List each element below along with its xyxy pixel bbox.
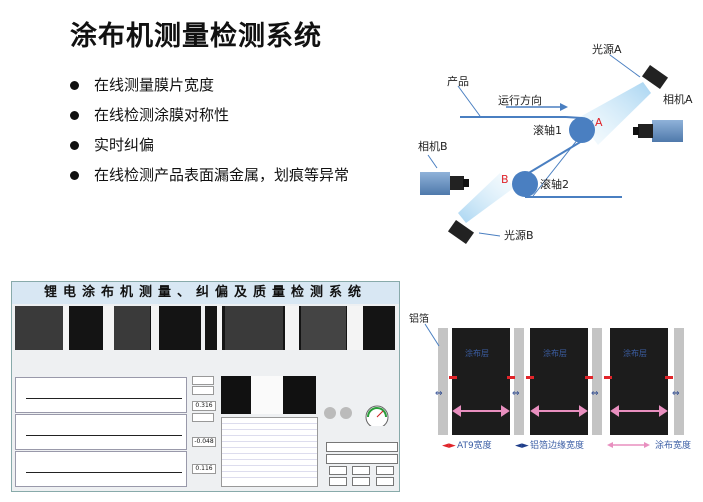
foil-strip — [674, 328, 684, 435]
at9-mark — [665, 376, 673, 379]
foil-strip — [592, 328, 602, 435]
camera-a-body — [652, 120, 683, 142]
coating-panel — [610, 328, 668, 435]
product-label: 产品 — [447, 74, 469, 88]
value-display-3: 0.116 — [192, 464, 216, 474]
direction-label: 运行方向 — [498, 93, 542, 107]
legend-edge: 铝箔边缘宽度 — [530, 439, 584, 451]
software-title: 锂电涂布机测量、纠偏及质量检测系统 — [12, 282, 399, 304]
legend-marker-edge: ◄► — [515, 441, 529, 451]
legend-at9: AT9宽度 — [457, 439, 492, 451]
camera-view-left — [15, 306, 201, 350]
control-button[interactable] — [376, 477, 394, 486]
light-a-label: 光源A — [592, 42, 622, 56]
foil-strip — [514, 328, 524, 435]
feature-list: 在线测量膜片宽度 在线检测涂膜对称性 实时纠偏 在线检测产品表面漏金属，划痕等异… — [70, 72, 349, 192]
page-title: 涂布机测量检测系统 — [70, 21, 322, 52]
feature-item: 在线检测产品表面漏金属，划痕等异常 — [70, 162, 349, 192]
light-source-a — [641, 64, 669, 90]
trend-plot-3 — [15, 451, 187, 487]
at9-mark — [507, 376, 515, 379]
camera-a-label: 相机A — [663, 92, 693, 106]
legend-coat: 涂布宽度 — [655, 439, 691, 451]
bullet-icon — [70, 111, 79, 120]
edge-arrow-icon: ⇔ — [591, 389, 599, 399]
defect-table — [221, 417, 318, 487]
camera-b-label: 相机B — [418, 139, 448, 153]
camera-a-lens — [638, 124, 653, 138]
feature-item: 在线测量膜片宽度 — [70, 72, 349, 102]
edge-arrow-icon: ⇔ — [512, 389, 520, 399]
camera-view-right — [205, 306, 395, 350]
defect-image — [221, 376, 316, 414]
light-b-label: 光源B — [504, 228, 534, 242]
status-indicator — [340, 407, 352, 419]
coating-panel — [530, 328, 588, 435]
control-button[interactable] — [352, 466, 370, 475]
info-panel-2 — [192, 412, 214, 422]
bullet-icon — [70, 141, 79, 150]
edge-arrow-icon: ⇔ — [672, 389, 680, 399]
control-button[interactable] — [329, 477, 347, 486]
at9-mark — [526, 376, 534, 379]
at9-mark — [604, 376, 612, 379]
status-field — [326, 454, 398, 464]
coating-label: 涂布层 — [623, 348, 647, 358]
status-field — [326, 442, 398, 452]
control-button[interactable] — [329, 466, 347, 475]
coating-label: 涂布层 — [465, 348, 489, 358]
trend-plot-1 — [15, 377, 187, 413]
value-display-2: -0.048 — [192, 437, 216, 447]
point-b-label: B — [501, 173, 509, 186]
roller-1-label: 滚轴1 — [533, 123, 562, 137]
camera-b-lens — [450, 176, 464, 190]
point-a-label: A — [595, 116, 603, 129]
legend-marker-coat — [607, 442, 650, 448]
light-source-b — [447, 219, 475, 245]
control-button[interactable] — [352, 477, 370, 486]
coating-label: 涂布层 — [543, 348, 567, 358]
camera-b-body — [420, 172, 450, 195]
coat-width-arrows — [452, 405, 668, 417]
feature-item: 实时纠偏 — [70, 132, 349, 162]
roller-2-label: 滚轴2 — [540, 177, 569, 191]
value-display-1: 0.316 — [192, 401, 216, 411]
roller-schematic: 产品 运行方向 滚轴1 滚轴2 光源A 光源B 相机A 相机B A B — [418, 42, 693, 245]
feature-item: 在线检测涂膜对称性 — [70, 102, 349, 132]
light-beam-b — [458, 173, 515, 223]
bullet-icon — [70, 81, 79, 90]
gauge-icon — [365, 405, 389, 426]
width-measurement-diagram: 涂布层 涂布层 涂布层 ⇔ ⇔ ⇔ ⇔ 铝箔 ◄► AT9宽度 ◄► 铝箔边缘宽… — [409, 312, 691, 451]
roller-2 — [512, 171, 538, 197]
legend-marker-at9: ◄► — [442, 441, 456, 451]
foil-label: 铝箔 — [409, 312, 429, 325]
trend-plot-2 — [15, 414, 187, 450]
info-panel-1 — [192, 375, 214, 395]
roller-1 — [569, 117, 595, 143]
status-indicator — [324, 407, 336, 419]
edge-arrow-icon: ⇔ — [435, 389, 443, 399]
direction-arrowhead — [560, 103, 568, 111]
coating-panel — [452, 328, 510, 435]
light-beam-a — [578, 82, 651, 145]
foil-strip — [438, 328, 448, 435]
software-screenshot: 锂电涂布机测量、纠偏及质量检测系统 0.316 -0.048 0.116 — [11, 281, 400, 492]
control-button[interactable] — [376, 466, 394, 475]
bullet-icon — [70, 171, 79, 180]
at9-mark — [585, 376, 593, 379]
at9-mark — [449, 376, 457, 379]
